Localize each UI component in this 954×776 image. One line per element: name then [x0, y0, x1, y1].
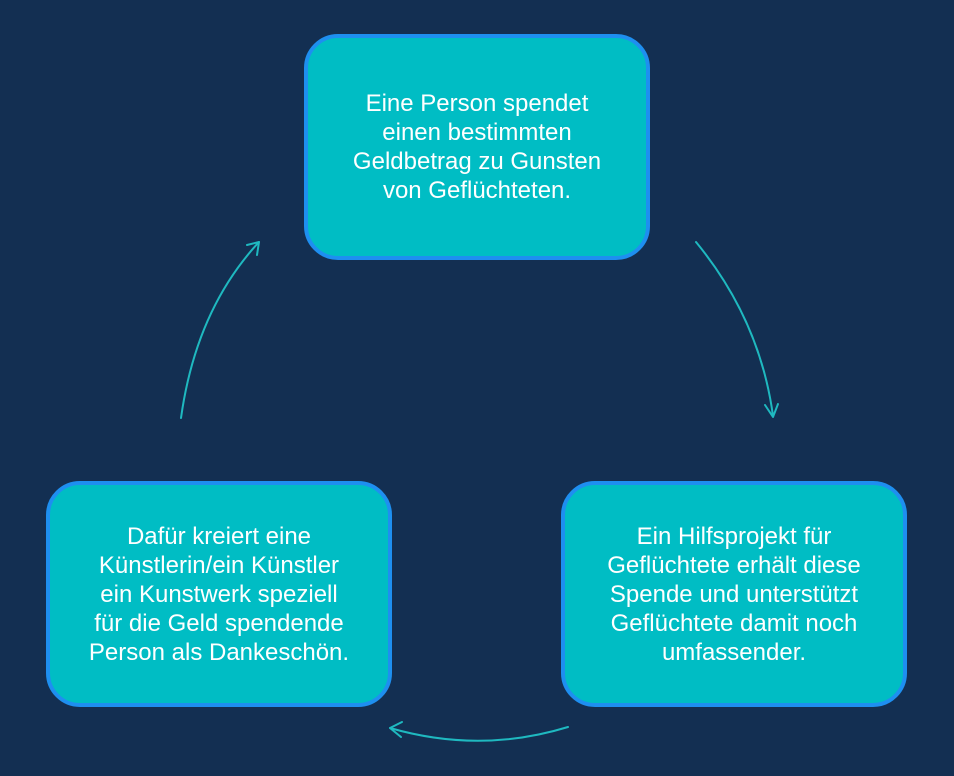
- arrow-step2-to-step3: [389, 726, 569, 742]
- arrow-step3-to-step1: [180, 241, 260, 419]
- arrow-step1-to-step2: [695, 241, 774, 417]
- step-box-1: Eine Person spendet einen bestimmten Gel…: [304, 34, 650, 260]
- step-text-3: Dafür kreiert eine Künstlerin/ein Künstl…: [88, 522, 350, 666]
- arrow-step2-to-step3-head: [389, 721, 403, 738]
- arrow-step3-to-step1-head: [246, 241, 260, 256]
- step-box-2: Ein Hilfsprojekt für Geflüchtete erhält …: [561, 481, 907, 707]
- step-box-3: Dafür kreiert eine Künstlerin/ein Künstl…: [46, 481, 392, 707]
- step-text-1: Eine Person spendet einen bestimmten Gel…: [352, 90, 602, 204]
- arrow-step1-to-step2-head: [764, 403, 779, 418]
- step-text-2: Ein Hilfsprojekt für Geflüchtete erhält …: [607, 522, 861, 666]
